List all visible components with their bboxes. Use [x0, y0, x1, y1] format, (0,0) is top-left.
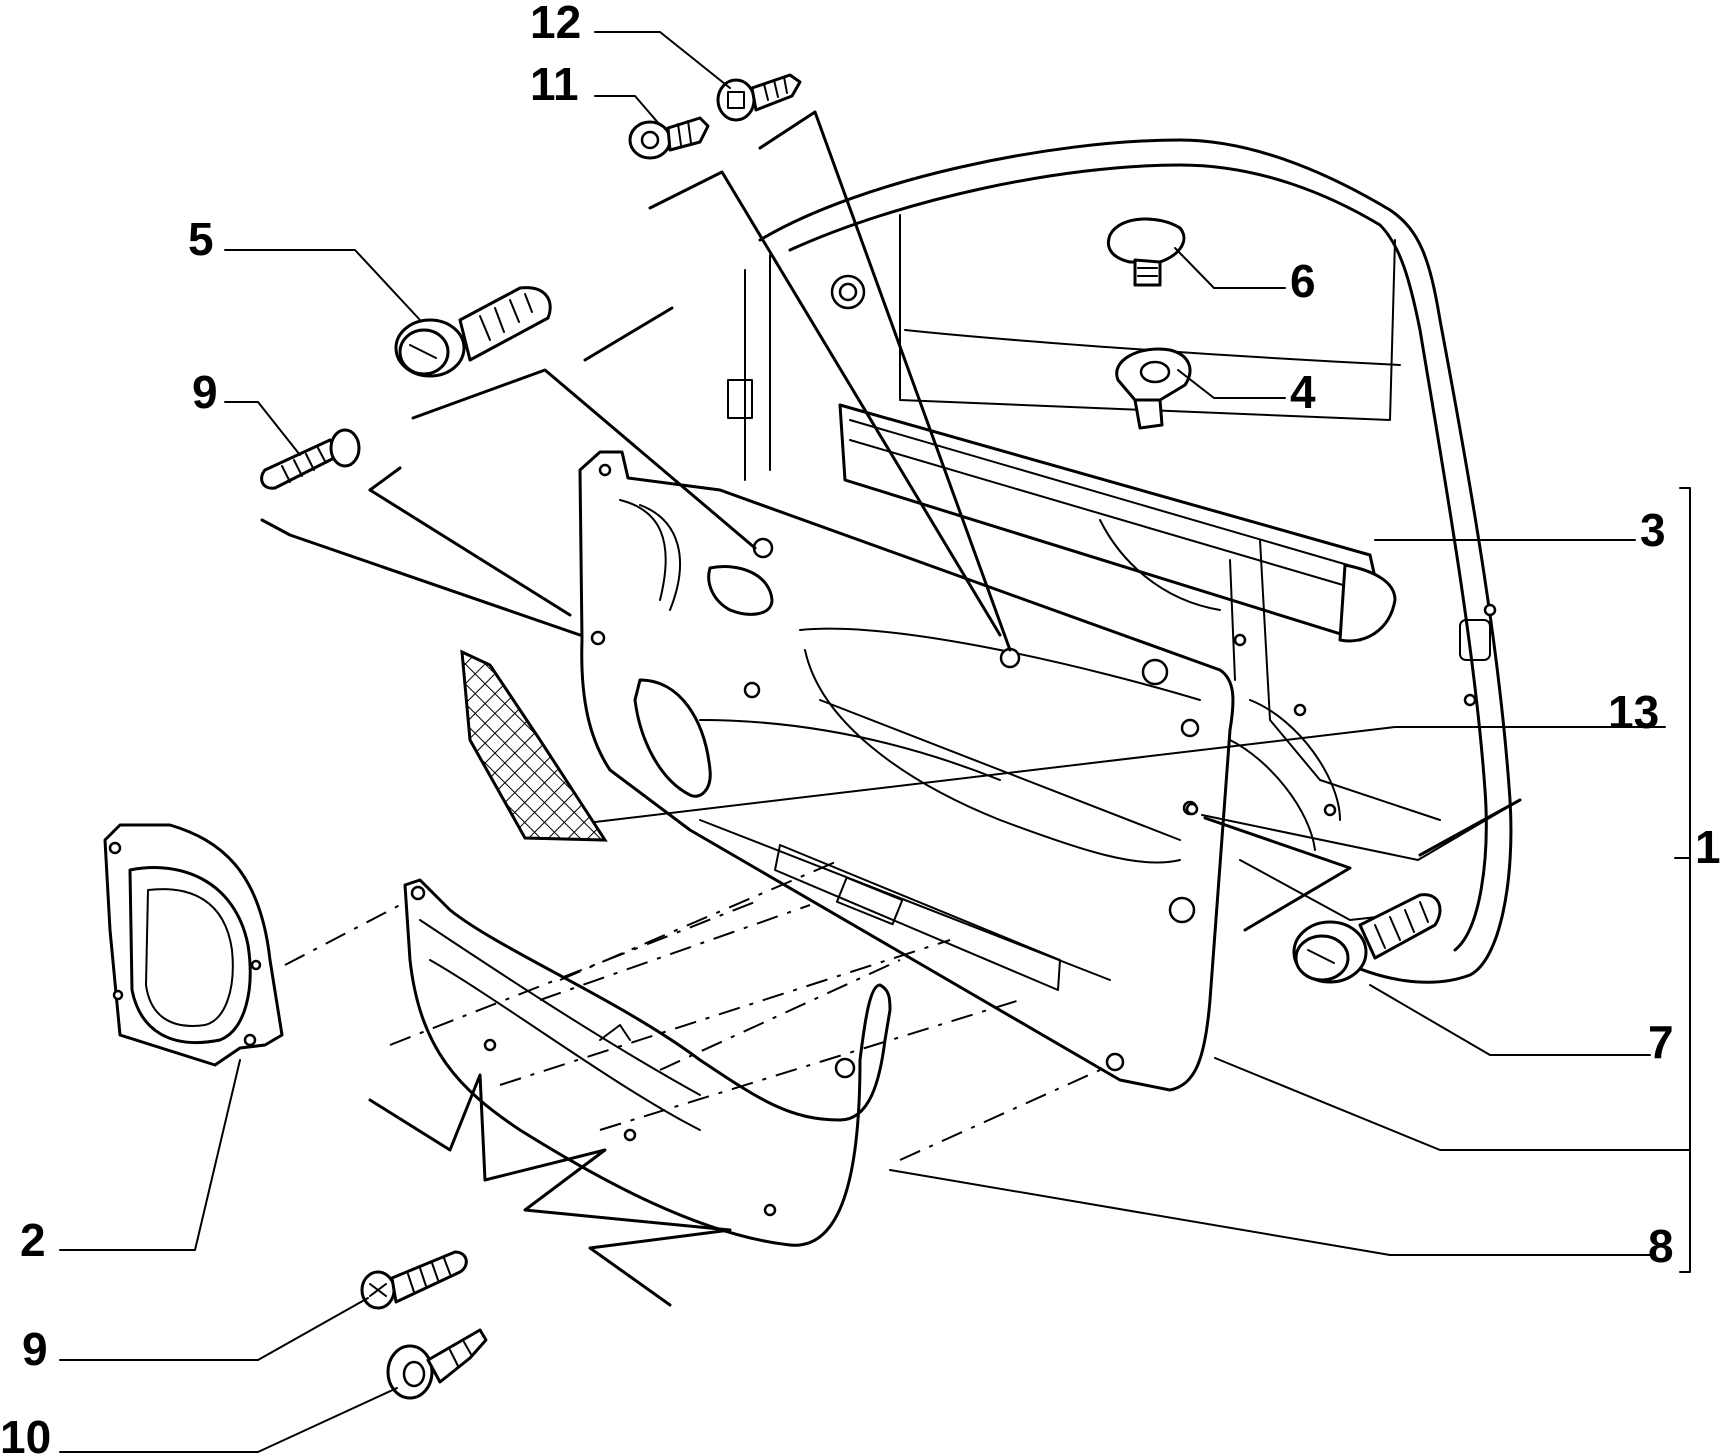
callout-10: 10 [0, 1411, 51, 1455]
clip-6 [1106, 217, 1186, 287]
callout-5: 5 [188, 213, 214, 265]
callout-11: 11 [530, 58, 579, 110]
callout-9-upper: 9 [192, 366, 218, 418]
speaker-grille [103, 823, 284, 1067]
door-trim-panel [578, 450, 1235, 1092]
clip-4 [1115, 347, 1192, 430]
door-shell [727, 138, 1513, 984]
screw-11 [628, 116, 710, 160]
plug-5 [394, 286, 552, 378]
callout-6: 6 [1290, 255, 1316, 307]
callout-3: 3 [1640, 504, 1666, 556]
screw-12 [716, 73, 802, 122]
plug-7 [1292, 893, 1442, 984]
callout-4: 4 [1290, 366, 1316, 418]
push-clip-10 [386, 1328, 488, 1400]
callout-12: 12 [530, 0, 581, 48]
callout-9-lower: 9 [22, 1323, 48, 1375]
callout-2: 2 [20, 1214, 46, 1266]
callout-1: 1 [1695, 821, 1720, 873]
callout-13: 13 [1608, 686, 1659, 738]
callout-7: 7 [1648, 1016, 1674, 1068]
screw-9-lower [360, 1250, 468, 1310]
leader-lines [59, 31, 1691, 1453]
assembly-guides [260, 110, 1522, 1307]
lower-map-pocket [403, 878, 892, 1247]
screw-9-upper [260, 428, 361, 490]
mesh-insert [460, 649, 608, 842]
callout-8: 8 [1648, 1220, 1674, 1272]
